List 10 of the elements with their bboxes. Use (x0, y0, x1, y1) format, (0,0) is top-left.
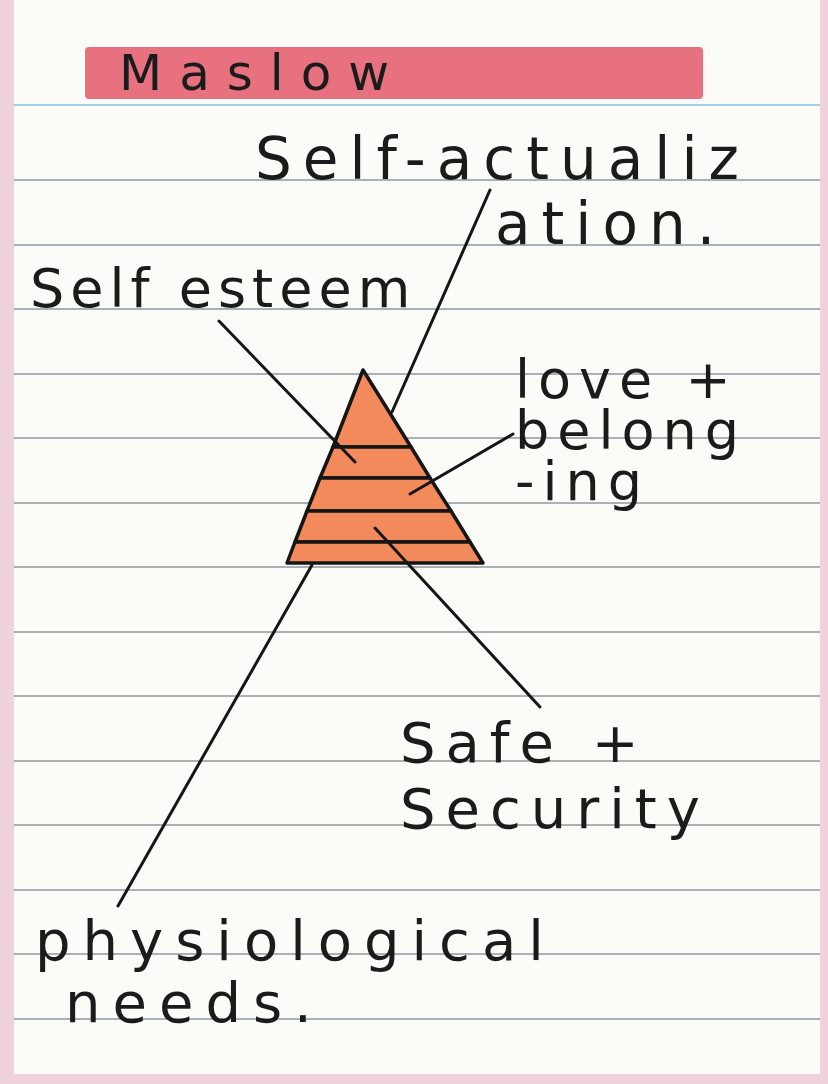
leader-line (390, 188, 492, 414)
leader-line (408, 432, 515, 496)
level-label: Safe + Security (400, 710, 730, 842)
leader-line (116, 563, 314, 908)
pyramid-tier (284, 539, 486, 566)
level-label: Self esteem (30, 257, 450, 321)
leader-line (373, 526, 542, 709)
title: Maslow (119, 47, 407, 99)
level-label: physiological needs. (35, 910, 585, 1034)
level-label: Self-actualiz ation. (255, 127, 785, 257)
